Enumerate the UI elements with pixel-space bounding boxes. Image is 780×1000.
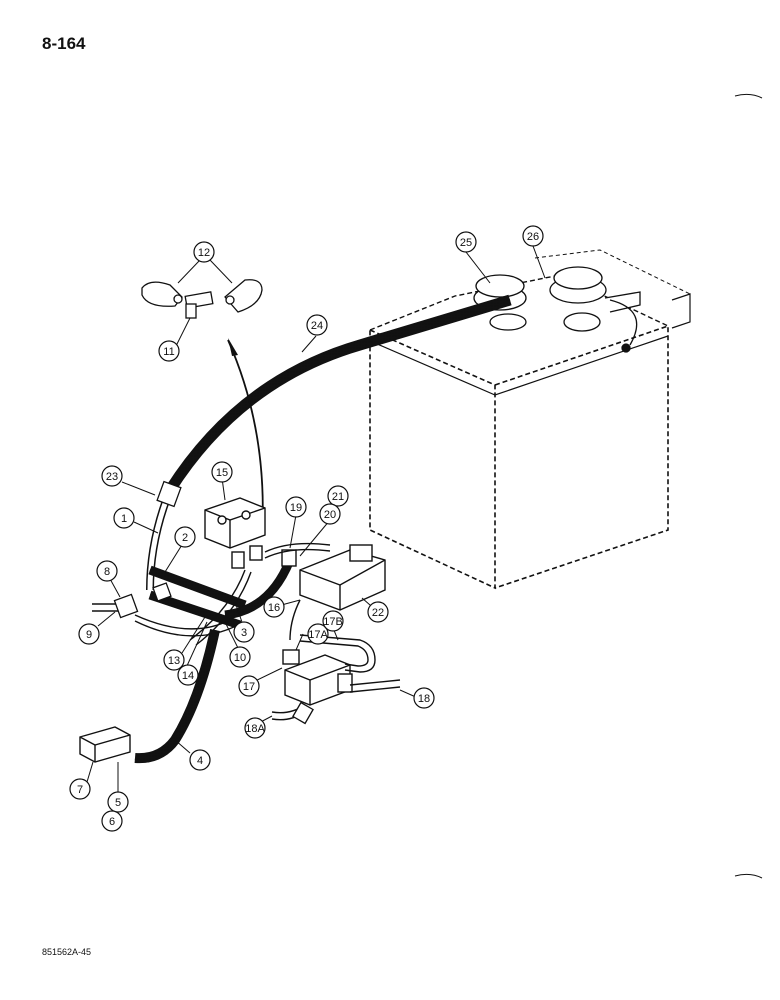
callout-label: 9 [86, 629, 92, 641]
hydraulic-tank [367, 249, 691, 590]
callout-17: 17 [238, 675, 260, 697]
callout-8: 8 [96, 560, 118, 582]
hose-4 [134, 628, 220, 764]
callout-label: 4 [197, 755, 203, 767]
callout-21: 21 [327, 485, 349, 507]
figure-code: 851562A-45 [42, 947, 92, 957]
callout-17b: 17B [322, 610, 344, 632]
valve-17-assembly [282, 634, 376, 706]
callout-18: 18 [413, 687, 435, 709]
callout-18a: 18A [244, 717, 266, 739]
callout-label: 20 [324, 509, 336, 521]
callout-label: 16 [268, 602, 280, 614]
valve-block-15 [204, 497, 266, 569]
callout-label: 3 [241, 627, 247, 639]
callout-label: 1 [121, 513, 127, 525]
pressure-switch-7 [79, 726, 131, 763]
callout-11: 11 [158, 340, 180, 362]
callout-5: 5 [107, 791, 129, 813]
callout-7: 7 [69, 778, 91, 800]
tank-filter-assembly [473, 266, 641, 353]
leader-arrow [228, 338, 238, 356]
callout-label: 6 [109, 816, 115, 828]
callout-label: 14 [182, 670, 194, 682]
callout-3: 3 [233, 621, 255, 643]
callout-15: 15 [211, 461, 233, 483]
hose-23-fitting [156, 480, 182, 508]
callout-9: 9 [78, 623, 100, 645]
fitting-11-12 [141, 279, 263, 319]
fitting-8 [113, 582, 172, 619]
callout-label: 8 [104, 566, 110, 578]
fitting-18a [292, 701, 314, 725]
callout-10: 10 [229, 646, 251, 668]
margin-mark [734, 873, 763, 879]
callout-12: 12 [193, 241, 215, 263]
callout-label: 21 [332, 491, 344, 503]
callout-label: 17B [323, 616, 343, 628]
callout-label: 24 [311, 320, 323, 332]
hose-3 [224, 558, 295, 620]
callout-label: 11 [163, 346, 174, 358]
callout-label: 5 [115, 797, 121, 809]
callout-label: 13 [168, 655, 180, 667]
callout-label: 17A [308, 629, 328, 641]
callout-26: 26 [522, 225, 544, 247]
callout-label: 23 [106, 471, 118, 483]
callout-14: 14 [177, 664, 199, 686]
callout-label: 26 [527, 231, 539, 243]
callout-label: 18A [245, 723, 265, 735]
callout-label: 10 [234, 652, 246, 664]
callout-label: 22 [372, 607, 384, 619]
callout-6: 6 [101, 810, 123, 832]
callout-1: 1 [113, 507, 135, 529]
callout-17a: 17A [307, 623, 329, 645]
margin-mark [734, 93, 763, 99]
callout-label: 25 [460, 237, 472, 249]
callout-label: 17 [243, 681, 255, 693]
callout-13: 13 [163, 649, 185, 671]
hose-16-tube [264, 542, 331, 641]
callout-label: 12 [198, 247, 210, 259]
callout-16: 16 [263, 596, 285, 618]
callout-label: 19 [290, 502, 302, 514]
callout-25: 25 [455, 231, 477, 253]
callout-label: 2 [182, 532, 188, 544]
hose-24 [165, 294, 512, 493]
callout-20: 20 [319, 503, 341, 525]
callout-label: 15 [216, 467, 228, 479]
callout-2: 2 [174, 526, 196, 548]
callout-24: 24 [306, 314, 328, 336]
callout-22: 22 [367, 601, 389, 623]
callout-label: 18 [418, 693, 430, 705]
page-number: 8-164 [42, 34, 86, 53]
callout-23: 23 [101, 465, 123, 487]
valve-22 [281, 544, 386, 611]
callout-4: 4 [189, 749, 211, 771]
callout-19: 19 [285, 496, 307, 518]
callout-label: 7 [77, 784, 83, 796]
